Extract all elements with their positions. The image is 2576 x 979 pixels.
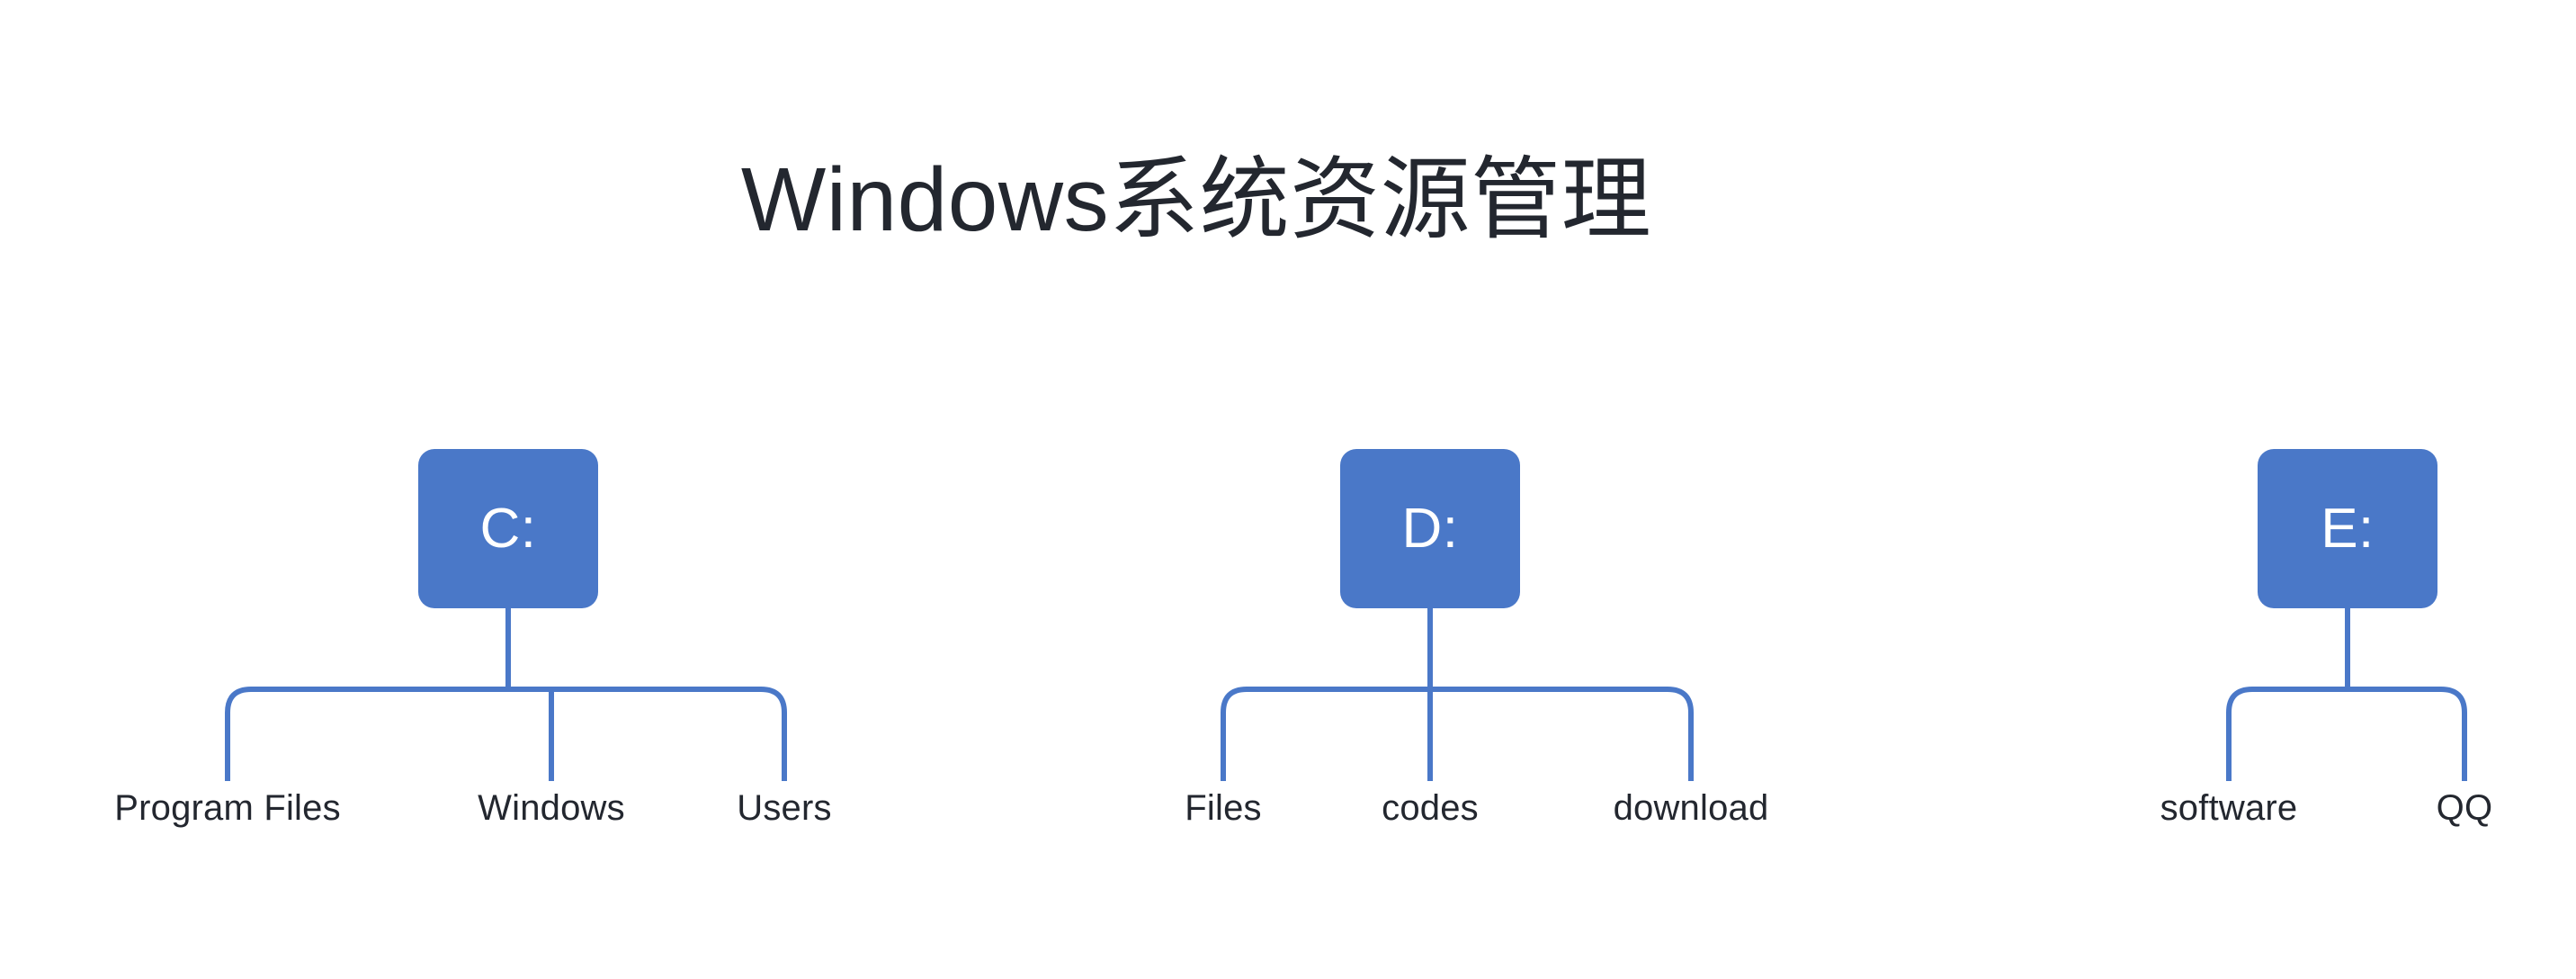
- page-title: Windows系统资源管理: [740, 149, 1652, 250]
- child-label[interactable]: Users: [737, 788, 832, 828]
- child-label[interactable]: Program Files: [114, 788, 341, 828]
- drive-node-drive-c[interactable]: C:: [418, 449, 598, 608]
- child-label[interactable]: Files: [1185, 788, 1262, 828]
- drive-node-label: E:: [2321, 497, 2375, 560]
- child-label[interactable]: software: [2160, 788, 2298, 828]
- child-label[interactable]: download: [1613, 788, 1769, 828]
- connector-bar: [2226, 687, 2467, 781]
- child-label[interactable]: codes: [1382, 788, 1479, 828]
- drive-node-label: D:: [1401, 497, 1459, 560]
- drive-node-drive-d[interactable]: D:: [1340, 449, 1520, 608]
- child-label[interactable]: Windows: [478, 788, 625, 828]
- child-label[interactable]: QQ: [2436, 788, 2493, 828]
- drive-node-label: C:: [479, 497, 537, 560]
- drive-node-drive-e[interactable]: E:: [2258, 449, 2437, 608]
